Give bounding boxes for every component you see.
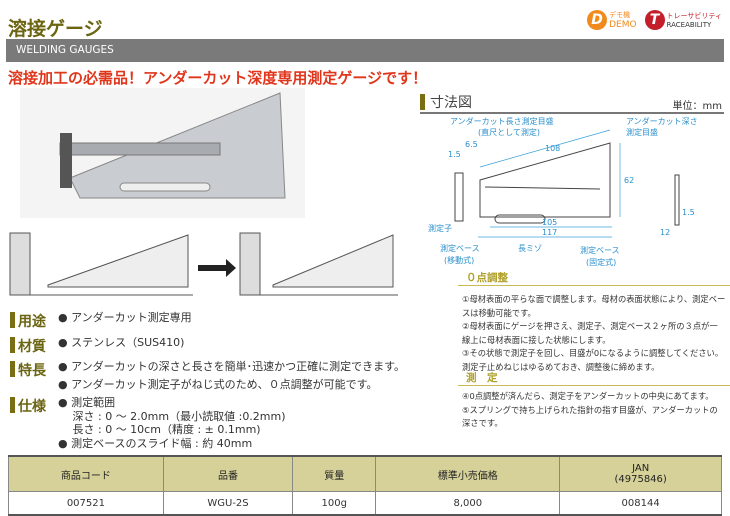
base-fixed-note: (固定式) xyxy=(586,257,616,267)
svg-text:測定ベース: 測定ベース xyxy=(440,243,480,253)
svg-text:12: 12 xyxy=(660,228,670,237)
spec-usage: 用途● アンダーカット測定専用 xyxy=(10,311,192,331)
svg-text:(直尺として測定): (直尺として測定) xyxy=(478,127,540,137)
measure-notes: ④0点調整が済んだら、測定子をアンダーカットの中央にあてます。⑤スプリングで持ち… xyxy=(462,391,718,428)
svg-text:105: 105 xyxy=(542,218,557,227)
arrow-icon xyxy=(198,259,236,277)
svg-text:(移動式): (移動式) xyxy=(444,255,474,265)
svg-text:長ミゾ: 長ミゾ xyxy=(518,244,542,253)
usage-diagram xyxy=(9,232,398,296)
svg-text:6.5: 6.5 xyxy=(465,140,478,149)
spec-specs: 仕様● 測定範囲 深さ : 0 ～ 2.0mm（最小読取値 :0.2mm) 長さ… xyxy=(10,396,286,450)
svg-text:測定ベース: 測定ベース xyxy=(580,245,620,255)
svg-text:62: 62 xyxy=(624,176,634,185)
headline: 溶接加工の必需品！アンダーカット深度専用測定ゲージです！ xyxy=(8,69,428,87)
measure-heading: 測 定 xyxy=(458,370,730,386)
spec-features: 特長● アンダーカットの深さと長さを簡単･迅速かつ正確に測定できます。● アンダ… xyxy=(10,360,405,391)
svg-text:1.5: 1.5 xyxy=(682,208,695,217)
subtitle-bar: WELDING GAUGES xyxy=(6,39,724,62)
svg-text:108: 108 xyxy=(545,144,560,153)
page-title: 溶接ゲージ xyxy=(8,18,103,40)
svg-text:測定目盛: 測定目盛 xyxy=(626,127,658,137)
svg-text:測定子: 測定子 xyxy=(428,223,452,233)
dimension-header: 寸法図単位：mm xyxy=(420,92,724,114)
dimension-drawing: アンダーカット長さ測定目盛 (直尺として測定) アンダーカット深さ 測定目盛 6… xyxy=(428,116,698,267)
depth-scale-label: アンダーカット深さ xyxy=(626,116,698,126)
zero-adjust-heading: ０点調整 xyxy=(458,270,730,286)
product-photo xyxy=(20,88,305,218)
zero-adjust-notes: ①母材表面の平らな面で調整します。母材の表面状態により、測定ベースは移動可能です… xyxy=(462,294,726,372)
svg-text:1.5: 1.5 xyxy=(448,150,461,159)
length-scale-label: アンダーカット長さ測定目盛 xyxy=(450,116,554,126)
svg-text:117: 117 xyxy=(542,228,557,237)
spec-material: 材質● ステンレス（SUS410) xyxy=(10,336,184,356)
